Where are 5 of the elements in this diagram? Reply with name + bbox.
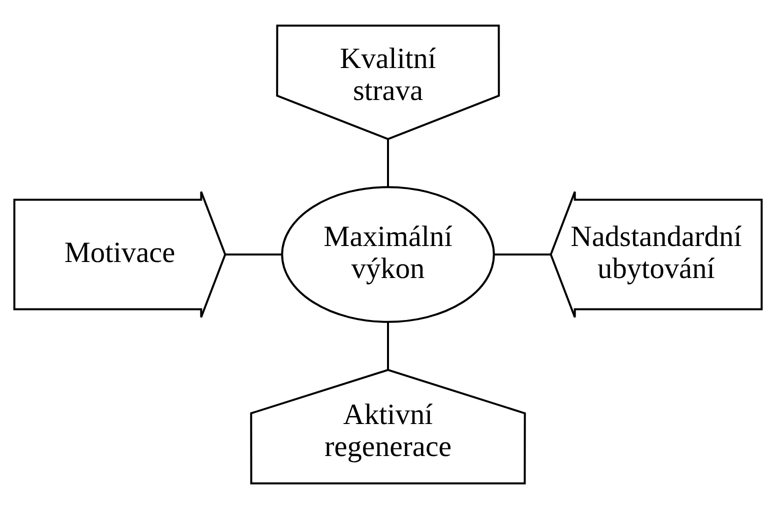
connector (494, 254, 550, 256)
connector (387, 140, 389, 188)
connector (387, 322, 389, 370)
connector (226, 254, 282, 256)
node-ellipse: Maximální výkon (281, 186, 495, 323)
